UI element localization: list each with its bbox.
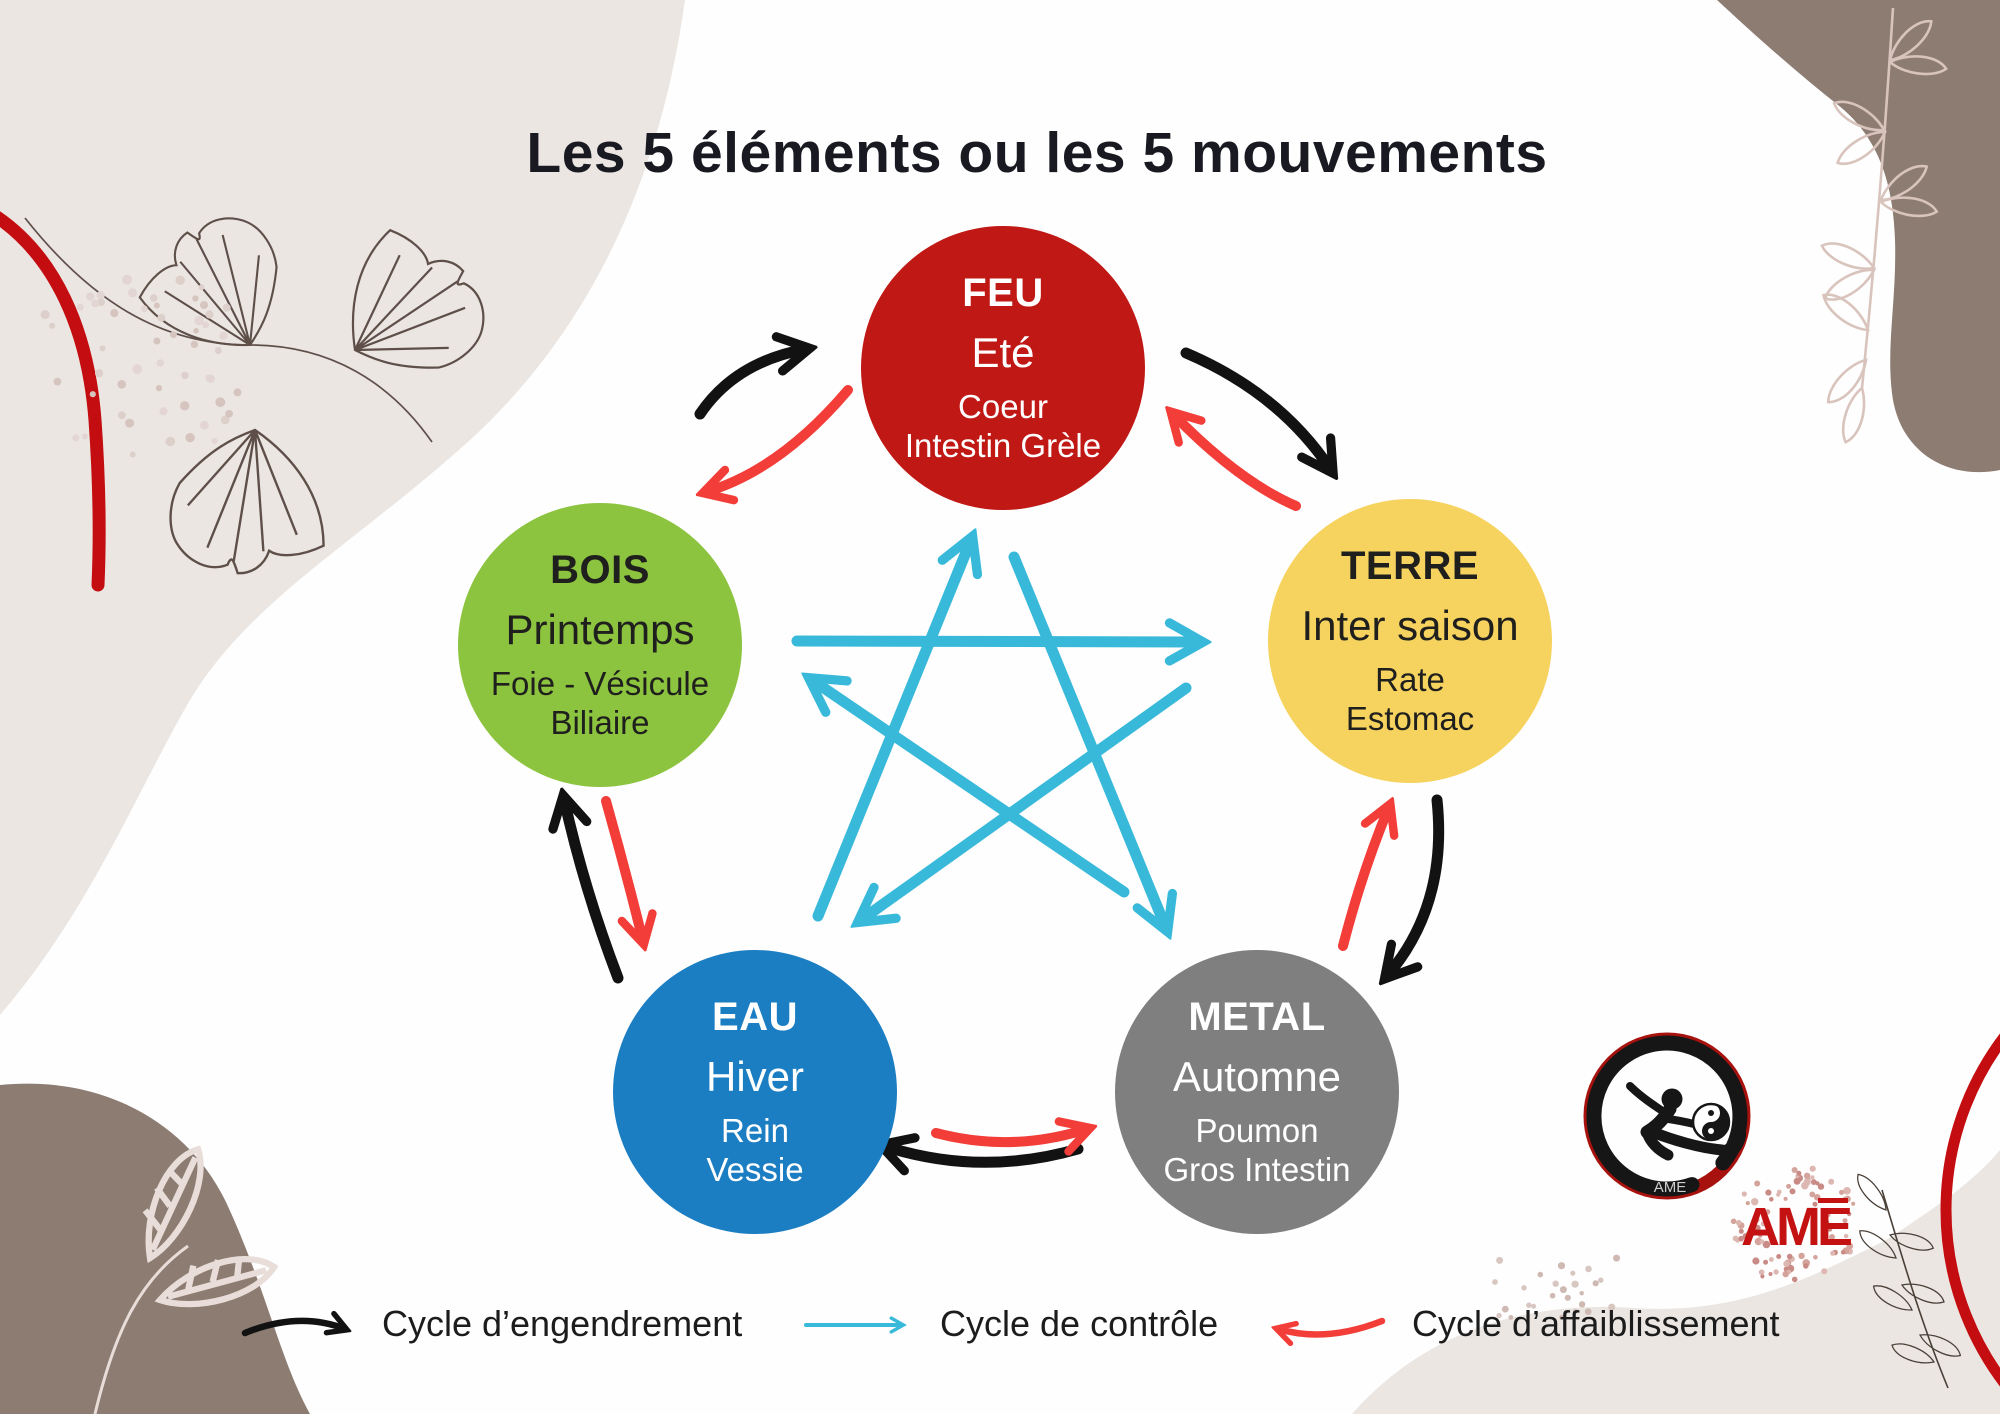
- element-organs: Coeur Intestin Grèle: [904, 387, 1102, 464]
- legend-label: Cycle d’affaiblissement: [1412, 1303, 1780, 1344]
- red-arc-bottom-right: [1940, 1033, 2000, 1387]
- element-season: Printemps: [505, 605, 695, 653]
- arrow-eau-metal: [931, 1129, 1087, 1142]
- element-circle-bois: BOIS Printemps Foie - Vésicule Biliaire: [458, 503, 742, 787]
- legend-label: Cycle d’engendrement: [382, 1303, 743, 1344]
- arrow-metal-terre: [1338, 807, 1389, 951]
- element-season: Eté: [971, 328, 1035, 376]
- black-curved-arrow-icon: [241, 1299, 362, 1337]
- red-curve-top-left: [0, 211, 106, 592]
- element-name: FEU: [962, 270, 1044, 315]
- element-name: EAU: [712, 994, 798, 1039]
- generation-cycle-arrows: [564, 347, 1445, 1162]
- element-name: TERRE: [1340, 543, 1480, 588]
- element-circle-feu: FEU Eté Coeur Intestin Grèle: [861, 226, 1145, 510]
- arrow-terre-eau: [861, 682, 1192, 920]
- arrow-eau-feu: [812, 540, 971, 922]
- control-cycle-arrows: [791, 540, 1199, 928]
- svg-text:AME: AME: [1741, 1197, 1851, 1257]
- element-name: METAL: [1188, 994, 1326, 1039]
- dots-pattern-logo: [1730, 1165, 1856, 1283]
- legend-label: Cycle de contrôle: [940, 1303, 1219, 1344]
- red-curved-arrow-icon: [1262, 1317, 1386, 1349]
- arrow-bois-eau: [601, 796, 643, 941]
- blob-top-left: [0, 0, 685, 1015]
- red-accent-curves: [0, 211, 2000, 1387]
- element-season: Hiver: [705, 1052, 804, 1100]
- ame-logotype: AME: [1741, 1197, 1855, 1257]
- arrow-terre-feu: [1173, 414, 1301, 511]
- element-organs: Rein Vessie: [706, 1111, 804, 1188]
- ginkgo-leaves-art: [24, 217, 485, 575]
- dots-pattern-bottom-right: [1492, 1254, 1620, 1320]
- blob-bottom-right: [1352, 1150, 2000, 1414]
- arrow-feu-metal: [1008, 551, 1166, 928]
- legend-controle: Cycle de contrôle: [800, 1296, 1218, 1352]
- element-organs: Foie - Vésicule Biliaire: [490, 664, 710, 741]
- element-season: Automne: [1172, 1052, 1342, 1100]
- arrow-feu-bois: [706, 385, 853, 492]
- branch-art-bottom-right: [1853, 1168, 1964, 1389]
- element-circle-terre: TERRE Inter saison Rate Estomac: [1268, 499, 1552, 783]
- arrow-feu-terre: [1180, 347, 1331, 470]
- leaf-art-bottom-left: [93, 1142, 278, 1414]
- page-title: Les 5 éléments ou les 5 mouvements: [526, 121, 1548, 186]
- weakening-cycle-arrows: [601, 385, 1389, 1142]
- arrow-metal-bois: [812, 680, 1130, 898]
- enso-caption: AME: [1654, 1179, 1687, 1196]
- element-name: BOIS: [550, 547, 650, 592]
- element-circle-metal: METAL Automne Poumon Gros Intestin: [1115, 950, 1399, 1234]
- element-circle-eau: EAU Hiver Rein Vessie: [613, 950, 897, 1234]
- ame-enso-logo: AME: [1583, 1032, 1751, 1200]
- branch-art-top-right: [1815, 7, 1950, 446]
- legend-affaiblissement: Cycle d’affaiblissement: [1262, 1296, 1780, 1352]
- legend-engendrement: Cycle d’engendrement: [237, 1296, 742, 1352]
- dots-pattern-top-left: [40, 274, 242, 458]
- element-organs: Poumon Gros Intestin: [1163, 1111, 1351, 1188]
- arrow-bois-terre: [791, 641, 1199, 642]
- blob-top-right: [1717, 0, 2000, 473]
- blue-straight-arrow-icon: [804, 1299, 920, 1349]
- yin-yang-icon: [1691, 1102, 1731, 1142]
- element-organs: Rate Estomac: [1345, 660, 1475, 737]
- element-season: Inter saison: [1301, 601, 1519, 649]
- arrow-bois-feu: [694, 349, 806, 420]
- kungfu-figure: [1626, 1082, 1738, 1161]
- arrow-eau-bois: [564, 799, 624, 984]
- arrow-terre-metal: [1387, 794, 1445, 976]
- arrow-metal-eau: [884, 1146, 1084, 1162]
